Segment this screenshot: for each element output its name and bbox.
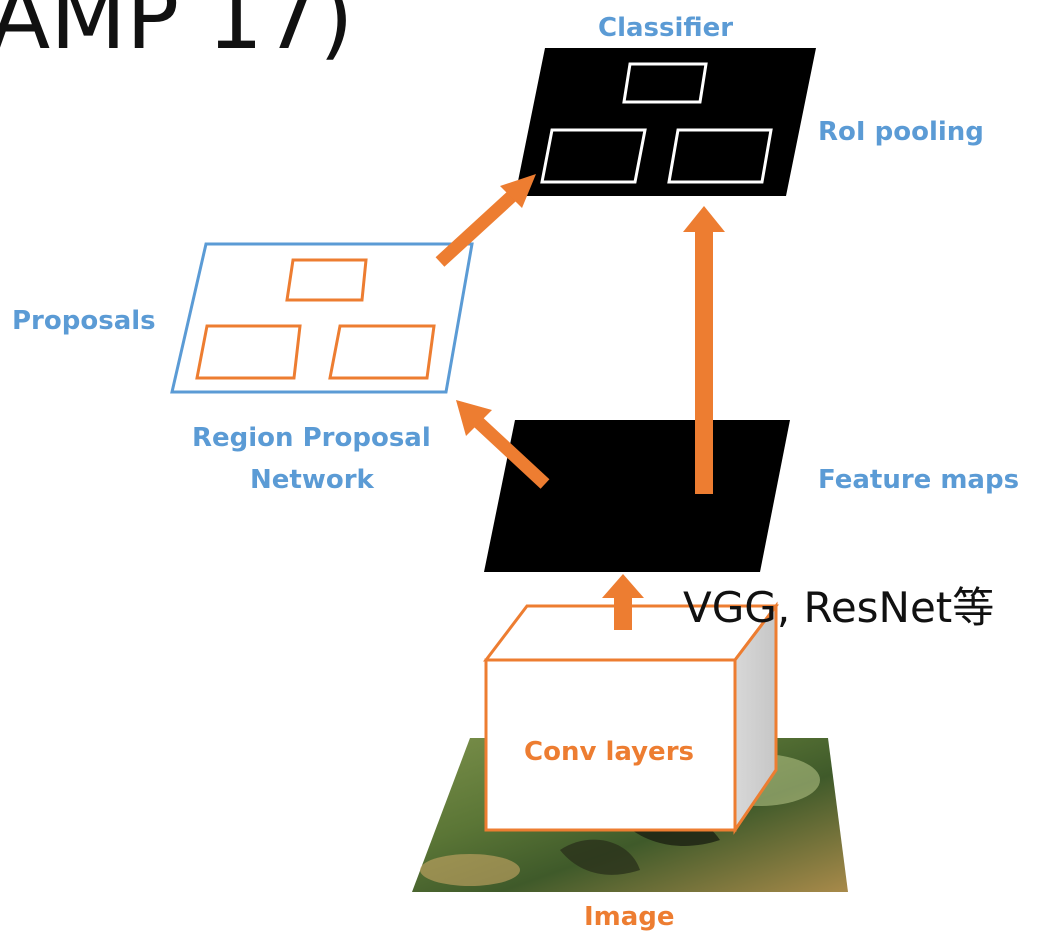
rpn-label-line1: Region Proposal	[192, 423, 431, 453]
proposal-box-right	[328, 324, 436, 380]
roi-box-right	[667, 128, 773, 184]
roi-box-left	[540, 128, 647, 184]
arrow-proposals-to-roi	[435, 174, 536, 267]
backbone-note: VGG, ResNet等	[683, 583, 994, 632]
arrow-features-to-rpn	[456, 400, 550, 489]
arrow-features-to-roi-base	[695, 420, 713, 494]
arrow-conv-to-features	[602, 574, 644, 630]
conv-layers-label: Conv layers	[524, 737, 694, 767]
proposals-plane	[170, 242, 474, 394]
rpn-label-line2: Network	[250, 465, 375, 495]
roi-box-top	[622, 62, 708, 104]
proposal-box-left	[195, 324, 302, 380]
classifier-label: Classifier	[598, 13, 733, 43]
roi-pooling-label: RoI pooling	[818, 117, 984, 147]
proposal-box-top	[285, 258, 368, 302]
proposals-label: Proposals	[12, 306, 156, 336]
conv-layers-box	[482, 601, 780, 835]
partial-heading: AMP 17)	[0, 0, 353, 69]
feature-maps-label: Feature maps	[818, 465, 1019, 495]
image-label: Image	[584, 902, 675, 932]
roi-pooling-map	[515, 48, 816, 196]
feature-maps-plane	[484, 420, 790, 572]
